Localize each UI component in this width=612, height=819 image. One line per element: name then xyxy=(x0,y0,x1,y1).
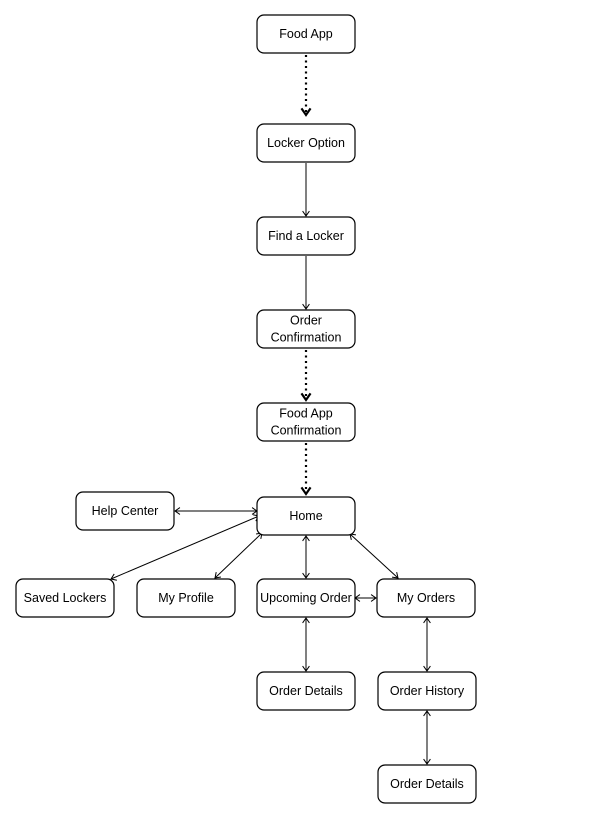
edge-home-to-help-center xyxy=(174,507,258,515)
solid-connector xyxy=(349,533,399,579)
node-box xyxy=(256,671,356,711)
node-box xyxy=(256,14,356,54)
edge-my-orders-to-order-history xyxy=(423,617,431,672)
arrowhead xyxy=(423,617,431,624)
node-order-details-1: Order Details xyxy=(256,671,356,711)
arrowhead xyxy=(302,617,310,624)
node-label: Order xyxy=(290,313,322,327)
arrowhead xyxy=(302,665,310,672)
node-label: Upcoming Order xyxy=(260,591,352,605)
edge-home-to-my-profile xyxy=(214,532,263,579)
edge-order-confirmation-to-food-app-confirmation xyxy=(300,350,312,402)
node-label: Help Center xyxy=(92,504,159,518)
node-box xyxy=(256,309,356,349)
edge-home-to-upcoming-order xyxy=(302,535,310,579)
node-saved-lockers: Saved Lockers xyxy=(15,578,115,618)
node-food-app: Food App xyxy=(256,14,356,54)
node-box xyxy=(75,491,175,531)
node-box xyxy=(256,578,356,618)
node-home: Home xyxy=(256,496,356,536)
arrowhead xyxy=(174,507,181,515)
node-box xyxy=(377,671,477,711)
node-label: My Orders xyxy=(397,591,455,605)
solid-connector xyxy=(214,532,263,579)
node-box xyxy=(256,123,356,163)
arrowhead xyxy=(302,210,310,217)
arrowhead xyxy=(391,572,399,579)
node-box xyxy=(377,764,477,804)
arrowhead xyxy=(423,758,431,765)
arrowhead xyxy=(423,665,431,672)
edge-find-a-locker-to-order-confirmation xyxy=(302,256,310,310)
node-box xyxy=(256,402,356,442)
node-my-profile: My Profile xyxy=(136,578,236,618)
arrowhead xyxy=(300,392,312,402)
arrowhead xyxy=(302,303,310,310)
node-order-history: Order History xyxy=(377,671,477,711)
edge-order-history-to-order-details-2 xyxy=(423,710,431,765)
edge-upcoming-order-to-order-details-1 xyxy=(302,617,310,672)
node-label: Food App xyxy=(279,27,333,41)
arrowhead xyxy=(300,486,312,496)
node-box xyxy=(256,496,356,536)
node-label: Find a Locker xyxy=(268,229,344,243)
node-label: Saved Lockers xyxy=(24,591,107,605)
node-find-a-locker: Find a Locker xyxy=(256,216,356,256)
arrowhead xyxy=(300,107,312,117)
node-upcoming-order: Upcoming Order xyxy=(256,578,356,618)
arrowhead xyxy=(302,535,310,542)
node-my-orders: My Orders xyxy=(376,578,476,618)
node-box xyxy=(15,578,115,618)
node-help-center: Help Center xyxy=(75,491,175,531)
edge-food-app-to-locker-option xyxy=(300,55,312,117)
node-label: Home xyxy=(289,509,322,523)
node-box xyxy=(256,216,356,256)
edge-locker-option-to-find-a-locker xyxy=(302,163,310,217)
node-label: Locker Option xyxy=(267,136,345,150)
node-box xyxy=(136,578,236,618)
node-label: Confirmation xyxy=(271,330,342,344)
node-label: Food App xyxy=(279,406,333,420)
node-label: My Profile xyxy=(158,591,214,605)
edge-food-app-confirmation-to-home xyxy=(300,443,312,496)
node-box xyxy=(376,578,476,618)
edge-upcoming-order-to-my-orders xyxy=(354,594,377,602)
node-label: Order Details xyxy=(269,684,343,698)
arrowhead xyxy=(423,710,431,717)
arrowhead xyxy=(110,573,117,581)
node-locker-option: Locker Option xyxy=(256,123,356,163)
edge-home-to-my-orders xyxy=(349,533,399,579)
node-label: Order History xyxy=(390,684,465,698)
solid-connector xyxy=(110,515,260,580)
node-label: Order Details xyxy=(390,777,464,791)
arrowhead xyxy=(302,572,310,579)
node-label: Confirmation xyxy=(271,423,342,437)
arrowhead xyxy=(370,594,377,602)
arrowhead xyxy=(214,572,222,579)
node-order-details-2: Order Details xyxy=(377,764,477,804)
